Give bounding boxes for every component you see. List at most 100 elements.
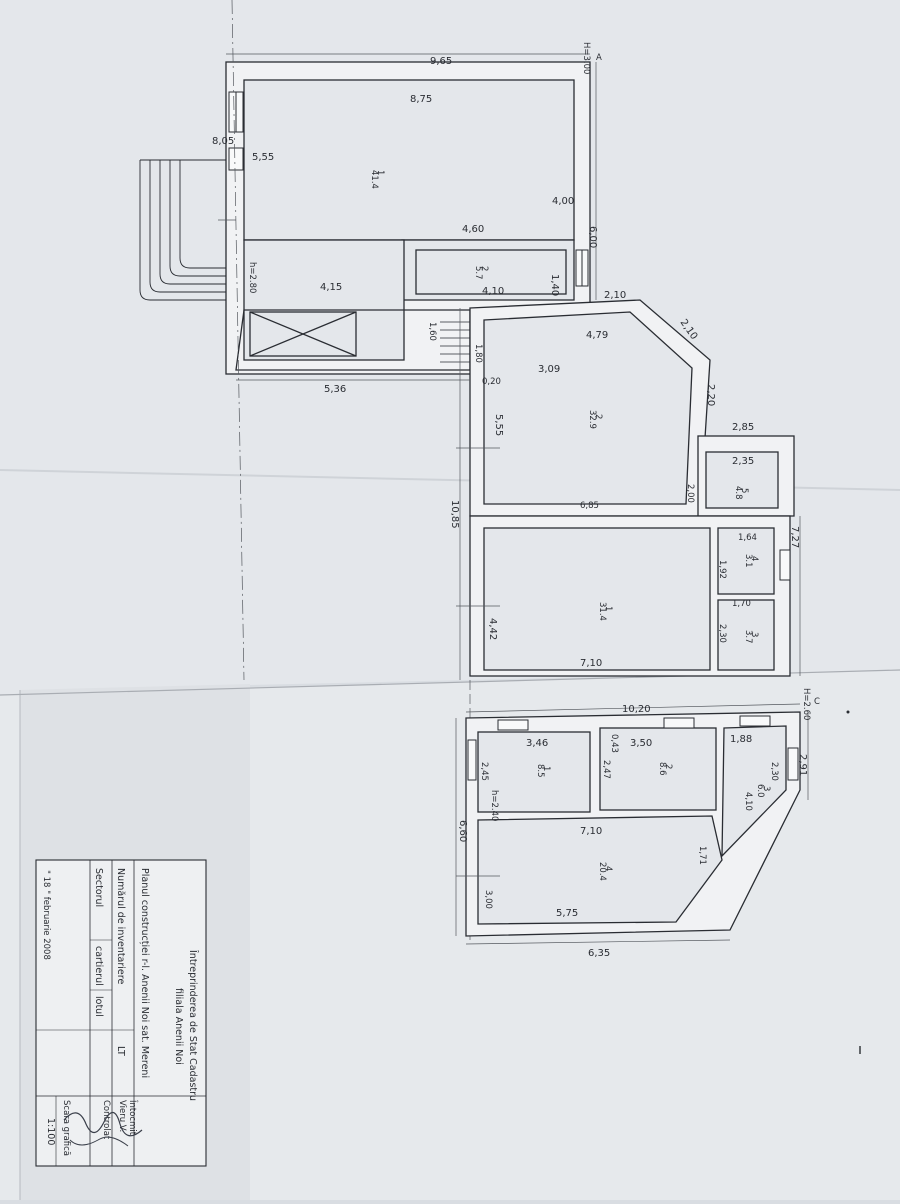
dim-965: 9,65	[430, 56, 452, 67]
p2-dim-247: 2,47	[601, 760, 611, 779]
title-lt: LT	[115, 1046, 126, 1056]
plan1-stair-box	[249, 311, 357, 357]
plan2-height: H=2.60	[801, 688, 811, 720]
p2-dim-710: 7,10	[580, 826, 602, 837]
dim-555b: 5,55	[493, 414, 504, 436]
plan1-dimension-lines	[218, 0, 801, 940]
dim-685: 6,85	[580, 501, 599, 511]
dim-192: 1,92	[717, 560, 727, 579]
p2-dim-635: 6,35	[588, 948, 610, 959]
room-5-area: 4.8	[733, 486, 743, 500]
p2-dim-043: 0,43	[609, 734, 619, 753]
p2-dim-1020: 10,20	[622, 704, 651, 715]
title-inventory: Numărul de inventariere	[115, 868, 126, 984]
dim-020: 0,20	[482, 377, 501, 387]
dim-164: 1,64	[738, 533, 757, 543]
plan2-windows	[467, 715, 799, 781]
p2-dim-410: 4,10	[743, 792, 753, 811]
room-1b-num: 1	[603, 606, 613, 611]
room-3-area: 3.7	[743, 630, 753, 644]
dim-415: 4,15	[320, 282, 342, 293]
p2-dim-660: 6,60	[457, 820, 468, 842]
plan1-room3	[717, 599, 775, 671]
plan1-inner-steps	[440, 321, 470, 371]
room-3-num: 3	[749, 632, 759, 637]
signature	[63, 1111, 143, 1137]
plan2-walls	[465, 711, 801, 937]
plan1-room-31	[483, 527, 711, 671]
dim-600: 6,00	[587, 226, 598, 248]
plan1-stair-diag2	[249, 311, 357, 357]
plan1-room4	[717, 527, 775, 595]
plan2-room1	[477, 731, 591, 813]
dim-140: 1,40	[549, 274, 560, 296]
title-plan: Planul construcției r-l. Anenii Noi sat.…	[139, 868, 150, 1078]
dim-460: 4,60	[462, 224, 484, 235]
dim-710: 7,10	[580, 658, 602, 669]
dim-442: 4,42	[487, 618, 498, 640]
room-1-num: 1	[375, 170, 385, 175]
p2-dim-575: 5,75	[556, 908, 578, 919]
p2-dim-230: 2,30	[769, 762, 779, 781]
p2-dim-300: 3,00	[483, 890, 493, 909]
mark-dot-1	[846, 710, 850, 714]
dim-235: 2,35	[732, 456, 754, 467]
plan1-windows	[228, 91, 791, 581]
plan2-dimension-lines	[455, 703, 809, 945]
p2-dim-245: 2,45	[479, 762, 489, 781]
plan2-room2	[599, 727, 717, 811]
room-2-area: 32.9	[587, 410, 597, 429]
signature-2	[69, 1136, 129, 1147]
room-5-num: 5	[739, 488, 749, 493]
title-block: Întreprinderea de Stat Cadastru filiala …	[35, 859, 207, 1167]
room-4-num: 4	[749, 556, 759, 561]
plan2-room3	[721, 725, 787, 858]
p2-room-2-area: 8.6	[657, 762, 667, 776]
p2-room-1-area: 8.5	[535, 764, 545, 778]
p2-room-2-num: 2	[663, 764, 673, 769]
plan1-room-32	[483, 311, 693, 505]
p2-dim-171: 1,71	[697, 846, 707, 865]
title-org-1: Întreprinderea de Stat Cadastru	[187, 949, 199, 1101]
dim-805: 8,05	[212, 136, 234, 147]
plan1-height: H=3.00	[581, 42, 591, 74]
p2-room-3-area: 6.0	[755, 784, 765, 798]
dim-180: 1,80	[473, 344, 483, 363]
dim-479: 4,79	[586, 330, 608, 341]
plan1-axis-a: A	[596, 53, 602, 63]
dim-410: 4,10	[482, 286, 504, 297]
plan1-porch-steps	[139, 159, 226, 301]
room-4-area: 3.1	[743, 554, 753, 568]
p2-room-4-area: 20.4	[597, 862, 607, 881]
p2-dim-188: 1,88	[730, 734, 752, 745]
room-1-area: 41.4	[369, 170, 379, 189]
plan1-room2-inner	[415, 249, 567, 295]
title-scale-label: Scara grafică	[61, 1100, 71, 1156]
plan1-room5	[705, 451, 779, 509]
title-drew-label: Întocmit	[127, 1099, 139, 1136]
title-scale-value: 1:100	[45, 1118, 56, 1145]
p2-dim-346: 3,46	[526, 738, 548, 749]
plan2-labels: C H=2.60 10,20 3,46 0,43 3,50 1,88 2,91 …	[457, 688, 820, 959]
p2-dim-291: 2,91	[797, 754, 808, 776]
dim-400: 4,00	[552, 196, 574, 207]
title-drew-name: Vieru V.	[117, 1100, 127, 1132]
dim-727: 7,27	[789, 526, 800, 548]
p2-room-4-num: 4	[603, 866, 613, 871]
dim-220: 2,20	[705, 384, 716, 406]
plan1-stair-area	[243, 239, 405, 361]
dim-280: h=2.80	[247, 262, 257, 293]
title-block-label: cartierul	[93, 946, 104, 986]
p2-room-3-num: 3	[761, 786, 771, 791]
dim-285: 2,85	[732, 422, 754, 433]
p2-room-1-num: 1	[541, 766, 551, 771]
title-sector: Sectorul	[93, 868, 104, 907]
title-date: " 18 " februarie 2008	[41, 870, 51, 960]
dim-1085: 10,85	[449, 500, 460, 529]
dim-170: 1,70	[732, 599, 751, 609]
plan1-labels: A H=3.00 9,65 8,75 8,05 5,55 4,00 6,00 4…	[212, 42, 800, 669]
title-lot: lotul	[93, 996, 104, 1017]
plan1-room1	[243, 79, 575, 241]
